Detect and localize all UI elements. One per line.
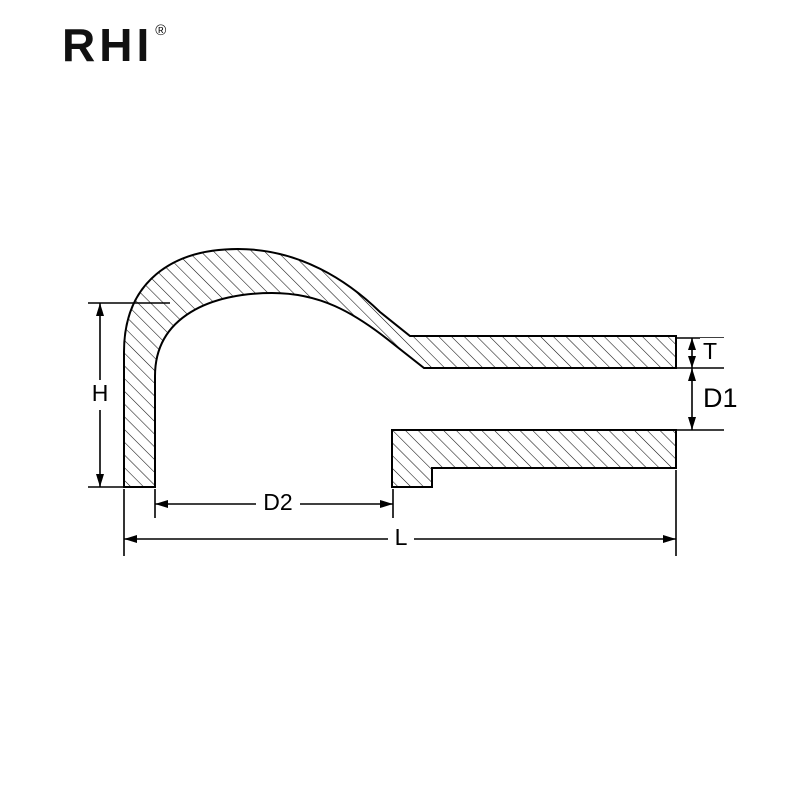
dimension-labels-group: H T D1 D2 L xyxy=(88,338,738,553)
registered-trademark-icon: ® xyxy=(155,22,167,39)
h-arrow-bottom xyxy=(96,474,104,487)
t-dimension-label: T xyxy=(703,338,717,364)
t-arrow-top xyxy=(688,338,696,350)
brand-name: RHI xyxy=(62,19,154,71)
d2-dimension-label: D2 xyxy=(263,489,292,515)
t-arrow-bottom xyxy=(688,356,696,368)
hook-curve-body xyxy=(123,247,677,488)
brand-logo: RHI ® xyxy=(62,22,166,68)
h-label-mask xyxy=(88,380,112,410)
h-dimension-label: H xyxy=(92,380,109,406)
lower-arm-body xyxy=(391,429,677,488)
h-arrow-top xyxy=(96,303,104,316)
d1-dimension-label: D1 xyxy=(703,383,738,413)
d1-arrow-bottom xyxy=(688,417,696,430)
d2-arrow-right xyxy=(380,500,393,508)
part-outline-group xyxy=(123,247,677,488)
l-arrow-right xyxy=(663,535,676,543)
l-label-mask xyxy=(388,525,414,553)
d2-label-mask xyxy=(256,490,300,518)
l-arrow-left xyxy=(124,535,137,543)
d2-arrow-left xyxy=(155,500,168,508)
t-label-mask xyxy=(700,338,724,366)
l-dimension-label: L xyxy=(395,524,408,550)
d1-arrow-top xyxy=(688,368,696,381)
